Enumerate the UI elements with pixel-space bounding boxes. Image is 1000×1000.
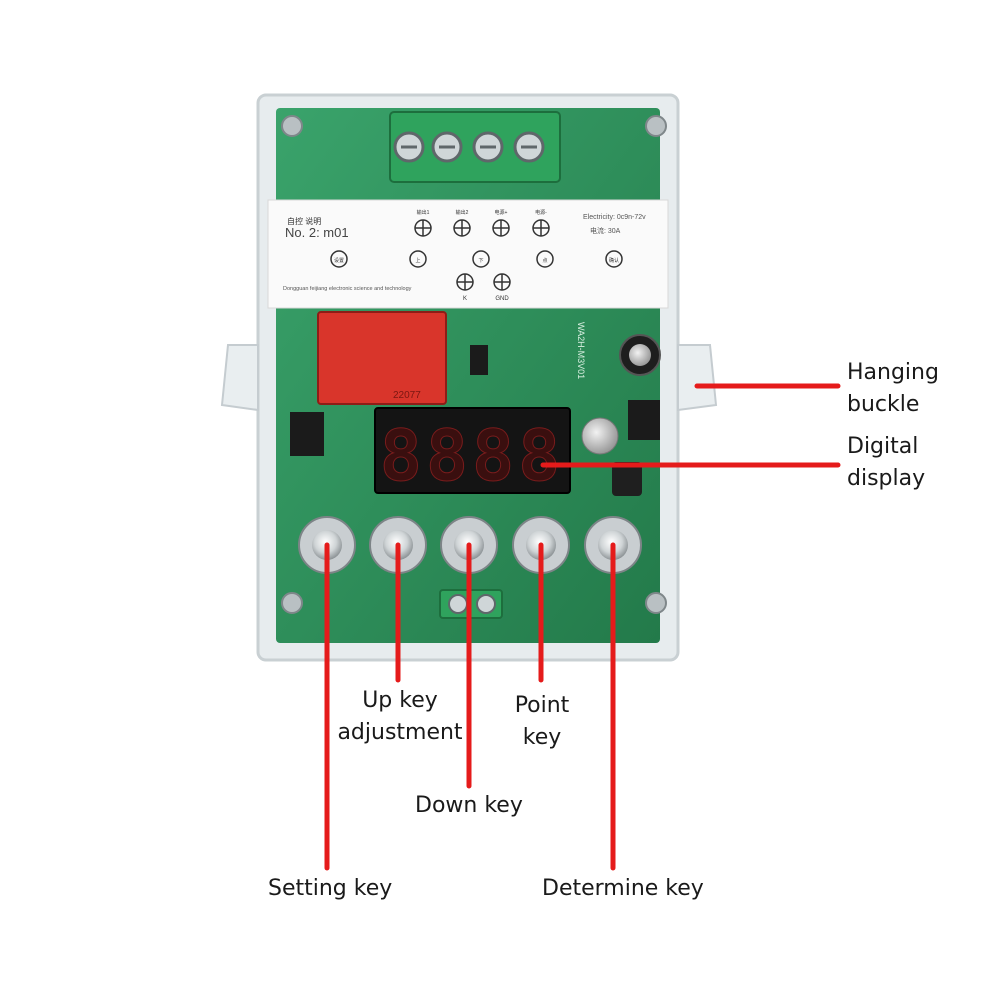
- round-label-4: 点: [542, 258, 547, 264]
- inductor-coil: [612, 462, 642, 496]
- right-hanging-buckle: [677, 344, 718, 412]
- case-screws: [281, 115, 667, 614]
- left-hanging-buckle: [220, 344, 259, 412]
- controller-device: 自控 说明 No. 2: m01 Electricity: 0c9n-72v 电…: [220, 93, 718, 662]
- callout-hanging-buckle: Hanging buckle: [847, 360, 939, 417]
- pcb-model-text: WA2H-M3V01: [576, 322, 586, 379]
- round-label-1: 设置: [334, 257, 344, 264]
- ic-chip-left: [290, 412, 324, 456]
- bottom-label-gnd: GND: [495, 296, 509, 302]
- callout-digital-display: Digital display: [847, 434, 926, 491]
- round-label-3: 下: [478, 258, 483, 264]
- round-label-2: 上: [415, 257, 420, 264]
- relay: 22077: [317, 311, 447, 405]
- terminal-label-4: 电源-: [535, 209, 547, 216]
- ic-chip-right: [628, 400, 660, 440]
- callout-point-key: Point key: [514, 693, 570, 750]
- digital-display: 8888: [374, 407, 571, 498]
- panel-round-markers: [330, 250, 623, 268]
- terminal-label-3: 电源+: [495, 209, 508, 216]
- terminal-label-1: 输出1: [417, 209, 430, 216]
- bottom-label-k: K: [463, 296, 467, 302]
- callout-up-key: Up key adjustment: [337, 688, 463, 745]
- ic-chip-small: [470, 345, 488, 375]
- round-label-5: 确认: [609, 257, 619, 264]
- current-spec: 电流: 30A: [590, 226, 621, 235]
- callout-determine-key: Determine key: [542, 876, 704, 901]
- electricity-spec: Electricity: 0c9n-72v: [583, 214, 646, 221]
- panel-title: No. 2: m01: [285, 225, 349, 240]
- terminal-label-2: 输出2: [456, 209, 469, 216]
- inductor: [581, 417, 619, 455]
- panel-header-small: 自控 说明: [287, 216, 321, 226]
- relay-code: 22077: [393, 390, 421, 401]
- manufacturer-text: Dongguan feijiang electronic science and…: [283, 286, 412, 292]
- capacitor-top: [629, 344, 651, 366]
- callout-down-key: Down key: [415, 793, 523, 818]
- top-terminal-block: [389, 111, 561, 183]
- panel-terminal-markers: [414, 219, 550, 291]
- display-digits: 8888: [380, 415, 565, 497]
- callout-setting-key: Setting key: [268, 876, 393, 901]
- callout-lines: [324, 383, 841, 871]
